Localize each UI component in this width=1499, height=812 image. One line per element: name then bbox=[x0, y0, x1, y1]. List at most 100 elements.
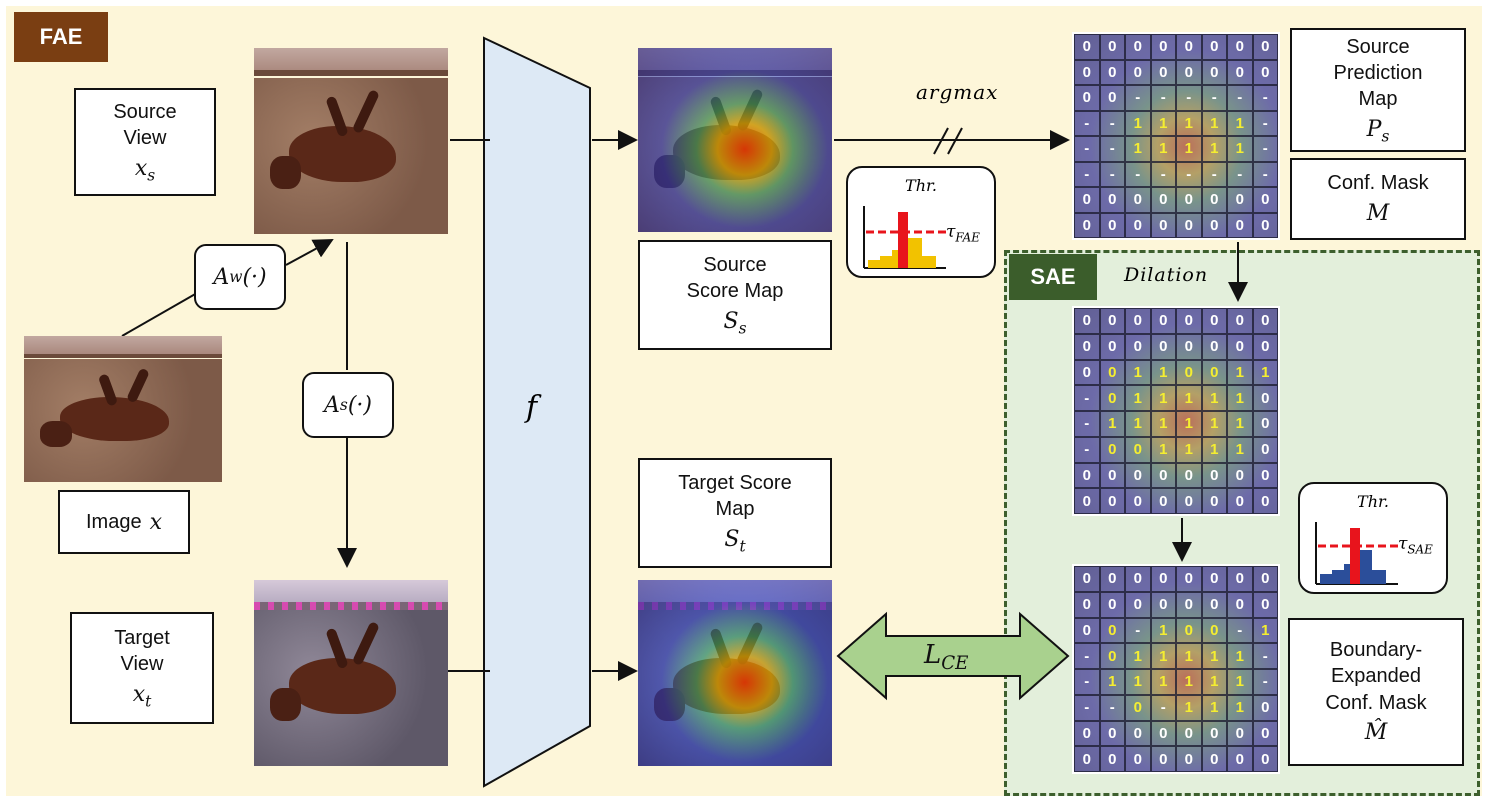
grid-cell: 0 bbox=[1099, 720, 1125, 747]
grid-cell: 0 bbox=[1150, 488, 1176, 514]
target-view-image bbox=[254, 580, 448, 766]
grid-cell: 1 bbox=[1201, 436, 1227, 463]
grid-cell: - bbox=[1150, 85, 1176, 111]
grid-cell: 0 bbox=[1099, 212, 1125, 238]
argmax-label: argmax bbox=[916, 80, 999, 104]
grid-cell: 0 bbox=[1125, 187, 1151, 213]
grid-cell: 0 bbox=[1176, 359, 1202, 386]
grid-cell: 0 bbox=[1125, 333, 1151, 360]
grid-cell: - bbox=[1227, 161, 1253, 187]
grid-cell: 0 bbox=[1150, 187, 1176, 213]
grid-cell: 0 bbox=[1099, 385, 1125, 411]
grid-cell: 0 bbox=[1176, 187, 1202, 213]
grid-cell: 1 bbox=[1176, 669, 1202, 695]
target-score-label: Target Score Map bbox=[678, 471, 792, 521]
source-pred-box: Source Prediction Map Ps bbox=[1290, 28, 1466, 152]
grid-cell: 0 bbox=[1201, 187, 1227, 213]
boundary-mask-label: Boundary-Expanded Conf. Mask bbox=[1325, 638, 1427, 714]
grid-cell: 0 bbox=[1074, 720, 1100, 747]
grid-cell: 0 bbox=[1074, 333, 1100, 360]
grid-cell: 0 bbox=[1074, 566, 1100, 592]
grid-cell: 0 bbox=[1227, 462, 1253, 489]
grid-cell: 1 bbox=[1150, 669, 1176, 695]
input-image bbox=[24, 336, 222, 482]
grid-cell: 0 bbox=[1150, 333, 1176, 360]
grid-cell: - bbox=[1252, 643, 1278, 669]
model-f-shape bbox=[483, 36, 591, 788]
lce-label: LCE bbox=[924, 640, 969, 675]
grid-cell: 0 bbox=[1125, 34, 1151, 60]
image-symbol: x bbox=[149, 510, 162, 536]
grid-cell: 0 bbox=[1252, 187, 1278, 213]
source-view-box: Source View xs bbox=[74, 88, 216, 196]
target-score-symbol: St bbox=[724, 526, 746, 555]
grid-cell: 1 bbox=[1227, 110, 1253, 136]
grid-cell: 0 bbox=[1099, 34, 1125, 60]
threshold-fae-tau: τFAE bbox=[946, 222, 980, 245]
grid-cell: 1 bbox=[1227, 669, 1253, 695]
grid-cell: 0 bbox=[1227, 591, 1253, 618]
grid-cell: 0 bbox=[1074, 591, 1100, 618]
grid-cell: 1 bbox=[1125, 643, 1151, 669]
grid-cell: 1 bbox=[1227, 136, 1253, 162]
grid-cell: 0 bbox=[1252, 308, 1278, 334]
grid-cell: 1 bbox=[1125, 110, 1151, 136]
grid-cell: 0 bbox=[1201, 462, 1227, 489]
grid-cell: - bbox=[1125, 161, 1151, 187]
grid-cell: 0 bbox=[1201, 59, 1227, 85]
grid-cell: 0 bbox=[1176, 59, 1202, 85]
grid-cell: 0 bbox=[1150, 212, 1176, 238]
grid-cell: 0 bbox=[1074, 212, 1100, 238]
grid-cell: 0 bbox=[1099, 643, 1125, 669]
grid-cell: 1 bbox=[1227, 643, 1253, 669]
grid-cell: 1 bbox=[1176, 643, 1202, 669]
grid-cell: - bbox=[1099, 694, 1125, 721]
grid-cell: - bbox=[1074, 643, 1100, 669]
threshold-sae-tau: τSAE bbox=[1398, 534, 1433, 557]
grid-cell: 1 bbox=[1176, 411, 1202, 437]
grid-cell: 1 bbox=[1150, 643, 1176, 669]
source-view-image bbox=[254, 48, 448, 234]
grid-cell: - bbox=[1099, 136, 1125, 162]
grid-cell: 1 bbox=[1125, 411, 1151, 437]
grid-cell: 0 bbox=[1176, 488, 1202, 514]
grid-cell: 0 bbox=[1227, 187, 1253, 213]
source-score-box: Source Score Map Ss bbox=[638, 240, 832, 350]
grid-cell: 1 bbox=[1201, 136, 1227, 162]
sae-tag: SAE bbox=[1009, 254, 1097, 300]
grid-cell: 1 bbox=[1201, 669, 1227, 695]
grid-cell: 1 bbox=[1201, 694, 1227, 721]
grid-cell: 1 bbox=[1176, 136, 1202, 162]
grid-cell: 0 bbox=[1201, 720, 1227, 747]
grid-cell: 0 bbox=[1125, 436, 1151, 463]
grid-cell: 0 bbox=[1125, 694, 1151, 721]
grid-cell: 0 bbox=[1201, 746, 1227, 772]
grid-cell: 0 bbox=[1125, 591, 1151, 618]
source-pred-label: Source Prediction Map bbox=[1333, 35, 1423, 111]
grid-cell: 0 bbox=[1227, 746, 1253, 772]
conf-mask-symbol: M bbox=[1366, 200, 1390, 226]
grid-cell: 0 bbox=[1125, 59, 1151, 85]
grid-cell: 0 bbox=[1099, 488, 1125, 514]
grid-cell: - bbox=[1252, 161, 1278, 187]
grid-cell: 1 bbox=[1150, 136, 1176, 162]
grid-cell: 1 bbox=[1201, 643, 1227, 669]
grid-cell: 0 bbox=[1125, 462, 1151, 489]
threshold-sae: Thr. τSAE bbox=[1298, 482, 1448, 594]
source-pred-symbol: Ps bbox=[1366, 116, 1390, 146]
grid-cell: 0 bbox=[1150, 746, 1176, 772]
threshold-fae: Thr. τFAE bbox=[846, 166, 996, 278]
grid-cell: 0 bbox=[1099, 187, 1125, 213]
grid-cell: 0 bbox=[1125, 720, 1151, 747]
conf-mask-label: Conf. Mask bbox=[1327, 172, 1429, 195]
grid-cell: 0 bbox=[1099, 591, 1125, 618]
grid-cell: 0 bbox=[1176, 34, 1202, 60]
grid-cell: 0 bbox=[1099, 436, 1125, 463]
grid-cell: 0 bbox=[1227, 720, 1253, 747]
grid-cell: 0 bbox=[1252, 411, 1278, 437]
grid-cell: 0 bbox=[1227, 566, 1253, 592]
grid-cell: - bbox=[1074, 436, 1100, 463]
grid-cell: - bbox=[1074, 694, 1100, 721]
